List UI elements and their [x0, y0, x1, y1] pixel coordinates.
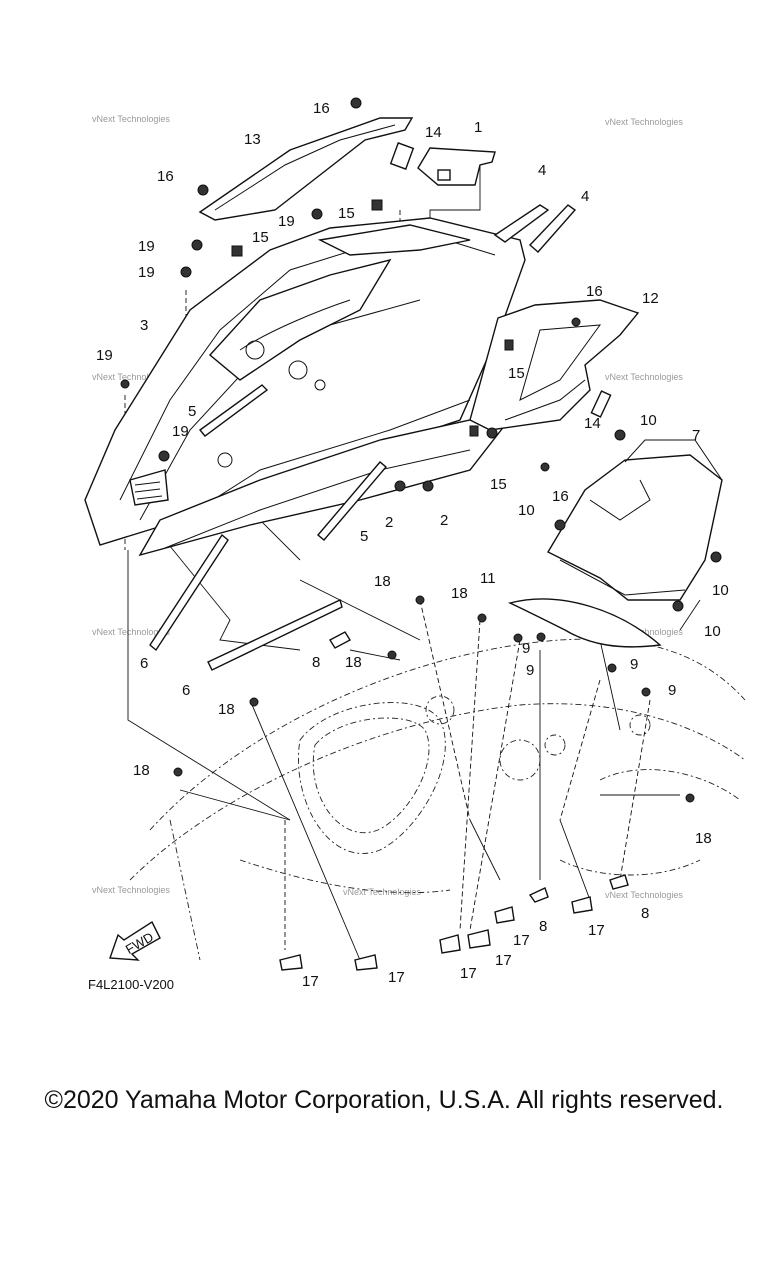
callout-label[interactable]: 10 [704, 623, 721, 640]
drawing-code: F4L2100-V200 [88, 977, 174, 992]
strip-part-6[interactable] [149, 533, 343, 671]
callout-label[interactable]: 5 [360, 528, 368, 545]
watermark: vNext Technologies [605, 117, 683, 127]
watermark: vNext Technologies [343, 887, 421, 897]
fwd-direction-arrow: FWD [109, 920, 161, 961]
callout-label[interactable]: 6 [140, 655, 148, 672]
fasteners [120, 97, 722, 971]
callout-label[interactable]: 8 [312, 654, 320, 671]
strip-part-5[interactable] [198, 384, 387, 541]
callout-label[interactable]: 2 [385, 514, 393, 531]
spacer-part-14[interactable] [389, 142, 612, 418]
callout-label[interactable]: 19 [138, 238, 155, 255]
callout-label[interactable]: 5 [188, 403, 196, 420]
callout-label[interactable]: 16 [586, 283, 603, 300]
callout-label[interactable]: 19 [96, 347, 113, 364]
callout-label[interactable]: 17 [495, 952, 512, 969]
callout-label[interactable]: 3 [140, 317, 148, 334]
callout-label[interactable]: 2 [440, 512, 448, 529]
watermark: vNext Technologies [92, 627, 170, 637]
callout-label[interactable]: 4 [581, 188, 589, 205]
callout-label[interactable]: 1 [474, 119, 482, 136]
callout-label[interactable]: 16 [157, 168, 174, 185]
callout-label[interactable]: 11 [480, 570, 496, 587]
watermark: vNext Technologies [92, 372, 170, 382]
callout-label[interactable]: 18 [695, 830, 712, 847]
bracket-part-1[interactable] [417, 147, 496, 186]
callouts: 1 2 2 3 4 4 5 5 6 6 7 8 8 8 9 9 9 9 10 1… [96, 100, 729, 990]
callout-label[interactable]: 19 [278, 213, 295, 230]
side-cover-part-12[interactable] [469, 299, 640, 431]
seat-cover-part-13[interactable] [198, 117, 414, 221]
callout-label[interactable]: 17 [588, 922, 605, 939]
callout-label[interactable]: 14 [425, 124, 442, 141]
callout-label[interactable]: 9 [526, 662, 534, 679]
callout-label[interactable]: 18 [451, 585, 468, 602]
parts-diagram: vNext Technologies vNext Technologies vN… [84, 97, 746, 992]
inner-panel-part-7[interactable] [547, 439, 723, 601]
watermark: vNext Technologies [92, 885, 170, 895]
watermark: vNext Technologies [605, 372, 683, 382]
callout-label[interactable]: 14 [584, 415, 601, 432]
watermark: vNext Technologies [92, 114, 170, 124]
callout-label[interactable]: 10 [640, 412, 657, 429]
callout-label[interactable]: 8 [539, 918, 547, 935]
callout-label[interactable]: 16 [313, 100, 330, 117]
callout-label[interactable]: 10 [712, 582, 729, 599]
callout-label[interactable]: 18 [133, 762, 150, 779]
watermark: vNext Technologies [605, 890, 683, 900]
callout-label[interactable]: 6 [182, 682, 190, 699]
callout-label[interactable]: 15 [252, 229, 269, 246]
callout-label[interactable]: 18 [218, 701, 235, 718]
copyright-notice: ©2020 Yamaha Motor Corporation, U.S.A. A… [44, 1086, 724, 1114]
hull-outline [129, 638, 746, 961]
callout-label[interactable]: 18 [374, 573, 391, 590]
callout-label[interactable]: 19 [172, 423, 189, 440]
callout-label[interactable]: 9 [668, 682, 676, 699]
callout-label[interactable]: 15 [338, 205, 355, 222]
callout-label[interactable]: 10 [518, 502, 535, 519]
seal-part-11[interactable] [507, 598, 662, 648]
callout-label[interactable]: 9 [630, 656, 638, 673]
callout-label[interactable]: 4 [538, 162, 546, 179]
callout-label[interactable]: 17 [513, 932, 530, 949]
callout-label[interactable]: 17 [302, 973, 319, 990]
callout-label[interactable]: 17 [460, 965, 477, 982]
callout-label[interactable]: 15 [508, 365, 525, 382]
callout-label[interactable]: 7 [692, 427, 700, 444]
callout-label[interactable]: 17 [388, 969, 405, 986]
callout-label[interactable]: 9 [522, 640, 530, 657]
callout-label[interactable]: 18 [345, 654, 362, 671]
strip-part-4[interactable] [493, 204, 577, 253]
callout-label[interactable]: 19 [138, 264, 155, 281]
callout-label[interactable]: 16 [552, 488, 569, 505]
callout-label[interactable]: 8 [641, 905, 649, 922]
callout-label[interactable]: 13 [244, 131, 261, 148]
callout-label[interactable]: 12 [642, 290, 659, 307]
callout-label[interactable]: 15 [490, 476, 507, 493]
